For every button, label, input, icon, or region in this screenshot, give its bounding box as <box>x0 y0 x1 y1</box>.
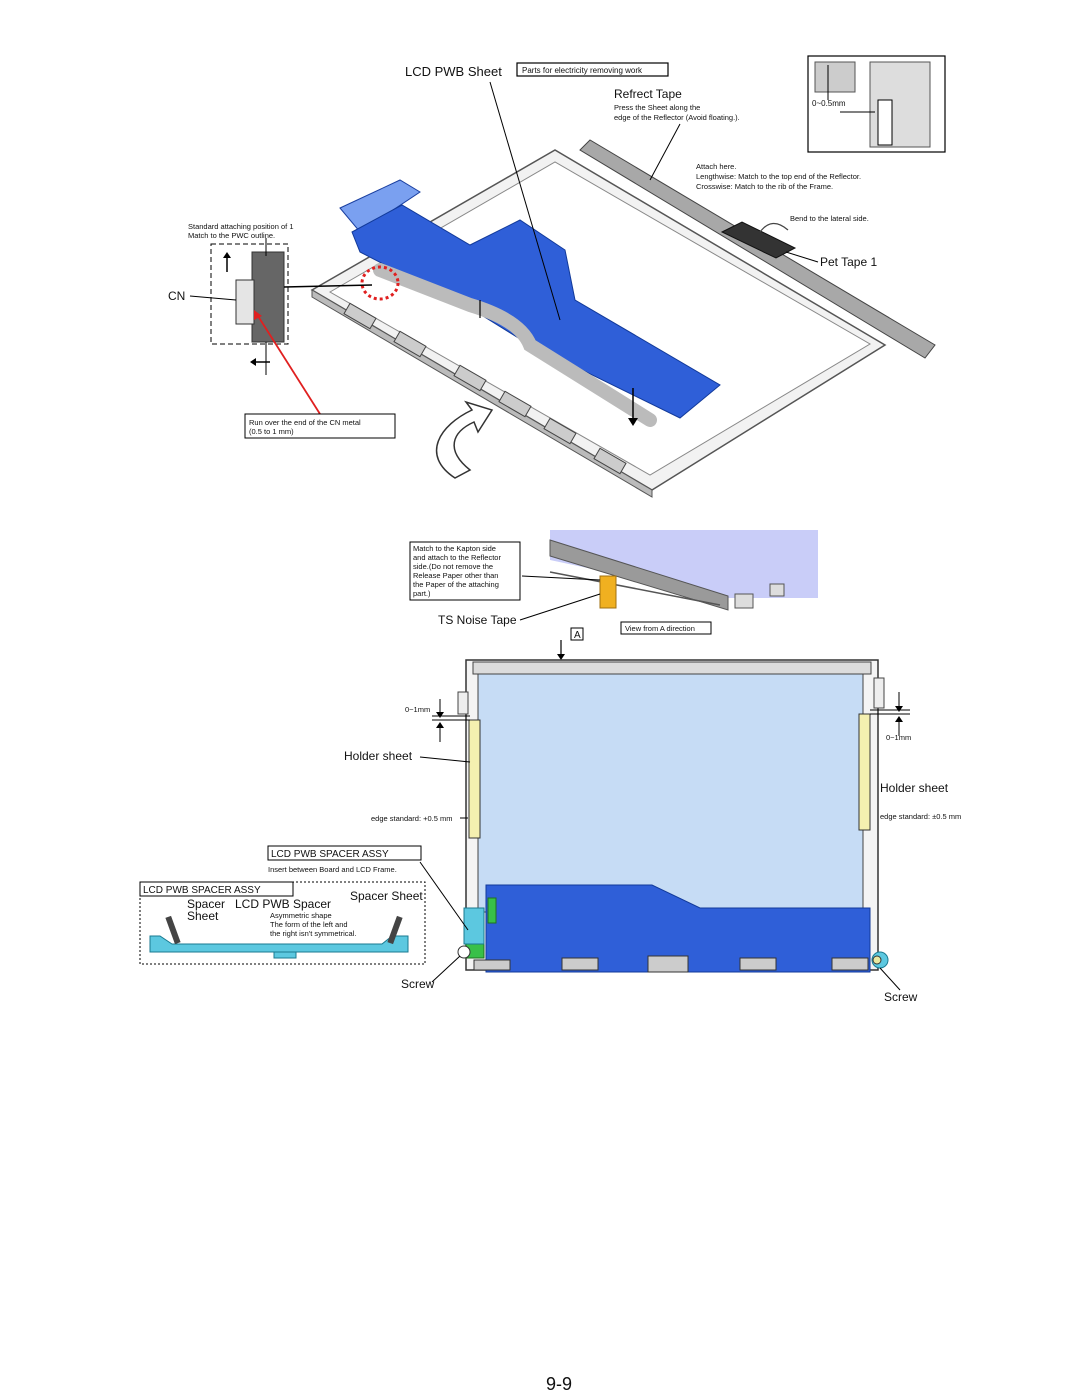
bend-note: Bend to the lateral side. <box>790 214 869 223</box>
ts-noise-tape-label: TS Noise Tape <box>438 613 517 627</box>
asym-note-2: The form of the left and <box>270 920 348 929</box>
cn-detail-inset <box>210 238 373 375</box>
lcd-pwb-spacer-label: LCD PWB Spacer <box>235 897 331 911</box>
attach-note-1: Attach here. <box>696 162 736 171</box>
lcd-pwb-spacer-assy-2: LCD PWB SPACER ASSY <box>143 885 261 896</box>
kapton-note-line: the Paper of the attaching <box>413 580 499 589</box>
insert-leader <box>419 861 469 931</box>
run-over-arrow-head <box>254 310 262 320</box>
pet-tape <box>720 221 797 259</box>
gap-label-right: 0~1mm <box>886 733 911 742</box>
screw-left-leader <box>431 955 461 983</box>
gap-label-left: 0~1mm <box>405 705 430 714</box>
lcd-pwb-sheet-flap <box>339 179 421 233</box>
edge-standard-right: edge standard: ±0.5 mm <box>880 812 961 821</box>
holder-sheet-right-label: Holder sheet <box>880 781 949 795</box>
view-from-a: View from A direction <box>625 624 695 633</box>
gap-left-head2 <box>436 722 444 728</box>
standard-note-1: Standard attaching position of 1 <box>188 222 294 231</box>
refrect-tape-label: Refrect Tape <box>614 87 682 101</box>
label-a: A <box>574 630 581 641</box>
flex-cable <box>373 263 657 427</box>
spacer-sheet-left-2: Sheet <box>187 909 219 923</box>
lcd-pwb-sheet-label: LCD PWB Sheet <box>405 64 502 79</box>
edge-standard-left: edge standard: +0.5 mm <box>371 814 453 823</box>
bend-arrow <box>759 222 789 233</box>
label-a-box <box>570 627 584 641</box>
lcd-bottom-view <box>457 659 889 973</box>
screw-right-leader <box>879 967 901 991</box>
kapton-note-line: Match to the Kapton side <box>413 544 496 553</box>
attach-position-marker <box>360 265 400 301</box>
kapton-note-line: Release Paper other than <box>413 571 498 580</box>
pet-tape-label: Pet Tape 1 <box>820 255 877 269</box>
fold-arrow <box>435 400 494 479</box>
run-over-red-leader <box>257 315 321 415</box>
lcd-pwb-sheet-leader <box>489 81 561 321</box>
holder-sheet-left-label: Holder sheet <box>344 749 413 763</box>
ts-noise-tape-inset <box>521 530 818 611</box>
gap-label-05: 0~0.5mm <box>812 99 846 108</box>
standard-note-2: Match to the PWC outline. <box>188 231 275 240</box>
run-over-note-1: Run over the end of the CN metal <box>249 418 361 427</box>
insert-note: Insert between Board and LCD Frame. <box>268 865 397 874</box>
gap-right-head <box>895 706 903 712</box>
top-assembly-diagram <box>310 139 936 498</box>
frame-connectors <box>343 302 627 475</box>
spacer-assy-box-1 <box>267 845 422 861</box>
spacer-sheet-left-1: Spacer <box>187 897 225 911</box>
run-over-note-2: (0.5 to 1 mm) <box>249 427 294 436</box>
reflector-detail-inset <box>807 55 946 153</box>
pet-tape-leader <box>785 251 819 263</box>
spacer-assy-box-2 <box>139 881 294 897</box>
cn-label: CN <box>168 289 185 303</box>
gap-left-head <box>436 712 444 718</box>
refrect-note-2: edge of the Reflector (Avoid floating.). <box>614 113 740 122</box>
kapton-note-box <box>409 541 521 601</box>
run-over-box <box>244 413 396 439</box>
asym-note-3: the right isn't symmetrical. <box>270 929 356 938</box>
kapton-note-line: part.) <box>413 589 431 598</box>
ts-noise-leader <box>519 593 601 621</box>
view-a-arrow-head <box>557 654 565 660</box>
screw-right-label: Screw <box>884 990 918 1004</box>
page-number: 9-9 <box>546 1374 572 1394</box>
kapton-note-line: and attach to the Reflector <box>413 553 501 562</box>
cn-leader <box>189 295 237 301</box>
gap-right-head2 <box>895 716 903 722</box>
kapton-note-line: side.(Do not remove the <box>413 562 493 571</box>
parts-box-text: Parts for electricity removing work <box>522 66 643 75</box>
spacer-sheet-right-label: Spacer Sheet <box>350 889 423 903</box>
spacer-assy-inset <box>139 881 426 965</box>
kapton-note: Match to the Kapton side and attach to t… <box>413 544 501 598</box>
refrect-leader <box>649 123 681 181</box>
attach-note-3: Crosswise: Match to the rib of the Frame… <box>696 182 833 191</box>
screw-left-label: Screw <box>401 977 435 991</box>
holder-left-leader <box>419 756 471 763</box>
view-from-a-box <box>620 621 712 635</box>
parts-box <box>516 62 669 77</box>
press-arrow-head <box>628 418 638 426</box>
asym-note-1: Asymmetric shape <box>270 911 332 920</box>
attach-note-2: Lengthwise: Match to the top end of the … <box>696 172 861 181</box>
refrect-note-1: Press the Sheet along the <box>614 103 700 112</box>
lcd-pwb-spacer-assy-1: LCD PWB SPACER ASSY <box>271 849 389 860</box>
